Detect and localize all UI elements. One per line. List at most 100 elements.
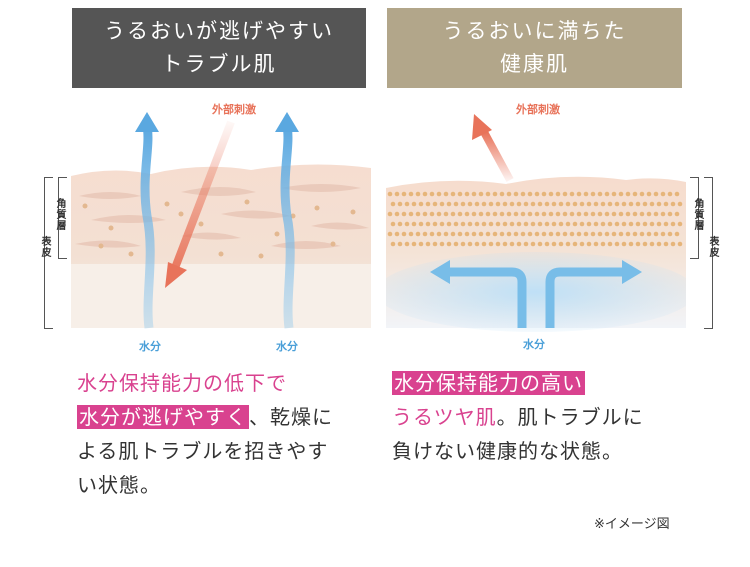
scattered-moisture-dots — [82, 199, 356, 259]
moisture-dot — [467, 241, 473, 247]
moisture-dot — [460, 201, 466, 207]
healthy-skin-header-line2: 健康肌 — [500, 52, 569, 76]
troubled-skin-header-line2: トラブル肌 — [161, 52, 277, 76]
moisture-dot — [639, 231, 645, 237]
moisture-dot — [415, 231, 421, 237]
moisture-dot — [660, 231, 666, 237]
moisture-dot — [425, 221, 431, 227]
moisture-dot — [467, 221, 473, 227]
moisture-dot — [653, 231, 659, 237]
moisture-dot — [548, 191, 554, 197]
moisture-dot — [415, 211, 421, 217]
moisture-dot — [450, 191, 456, 197]
moisture-dot — [478, 231, 484, 237]
moisture-dot — [618, 191, 624, 197]
moisture-dot — [593, 221, 599, 227]
moisture-dot — [457, 191, 463, 197]
moisture-dot — [481, 201, 487, 207]
moisture-dot — [635, 241, 641, 247]
moisture-dot — [446, 201, 452, 207]
troubled-skin-illustration — [71, 96, 371, 336]
moisture-dot — [621, 221, 627, 227]
moisture-dot — [639, 211, 645, 217]
moisture-dot — [604, 211, 610, 217]
moisture-dot — [467, 201, 473, 207]
moisture-dot — [656, 201, 662, 207]
moisture-dot — [439, 241, 445, 247]
moisture-dot — [607, 201, 613, 207]
moisture-dot — [436, 191, 442, 197]
moisture-dot — [460, 221, 466, 227]
moisture-dot — [502, 221, 508, 227]
moisture-dot — [432, 221, 438, 227]
moisture-dot — [387, 231, 393, 237]
moisture-dot — [499, 211, 505, 217]
moisture-dot — [670, 241, 676, 247]
moisture-dot — [660, 211, 666, 217]
moisture-dot — [390, 241, 396, 247]
external-stimulus-arrowhead — [165, 262, 187, 288]
moisture-dot — [523, 201, 529, 207]
moisture-dot — [663, 201, 669, 207]
moisture-dot — [488, 221, 494, 227]
moisture-dot — [579, 201, 585, 207]
moisture-dot — [576, 231, 582, 237]
healthy-desc-line1: 水分保持能力の高い — [392, 366, 692, 400]
moisture-dot — [513, 211, 519, 217]
moisture-dot — [506, 231, 512, 237]
moisture-dot — [569, 231, 575, 237]
moisture-dot — [478, 211, 484, 217]
moisture-dot — [632, 231, 638, 237]
moisture-dot — [565, 201, 571, 207]
moisture-dot — [614, 201, 620, 207]
moisture-dot — [611, 211, 617, 217]
external-stimulus-arrow — [480, 130, 514, 182]
moisture-dot — [674, 191, 680, 197]
moisture-dot — [530, 221, 536, 227]
moisture-dot — [593, 241, 599, 247]
moisture-dot — [632, 211, 638, 217]
moisture-dot — [607, 241, 613, 247]
moisture-dot — [450, 231, 456, 237]
external-stimulus-arrow — [171, 120, 235, 270]
moisture-dot — [408, 191, 414, 197]
moisture-dot — [625, 211, 631, 217]
moisture-dot — [453, 201, 459, 207]
moisture-dot — [520, 231, 526, 237]
moisture-dot — [401, 191, 407, 197]
moisture-dot — [530, 201, 536, 207]
moisture-dot — [443, 231, 449, 237]
moisture-dot — [418, 221, 424, 227]
moisture-dot — [590, 211, 596, 217]
moisture-dot — [572, 221, 578, 227]
epidermis-bracket-right — [704, 177, 713, 329]
moisture-dot — [425, 241, 431, 247]
moisture-dot — [404, 241, 410, 247]
moisture-dot — [534, 191, 540, 197]
moisture-dot — [418, 201, 424, 207]
moisture-dot — [670, 201, 676, 207]
healthy-water-label: 水分 — [523, 338, 545, 351]
moisture-dot — [394, 231, 400, 237]
moisture-dot — [544, 221, 550, 227]
moisture-dot — [436, 231, 442, 237]
moisture-dot — [401, 211, 407, 217]
moisture-dot — [646, 231, 652, 237]
moisture-dot — [677, 241, 683, 247]
moisture-dot — [418, 241, 424, 247]
moisture-dot — [611, 231, 617, 237]
moisture-dot — [404, 201, 410, 207]
moisture-dot — [642, 221, 648, 227]
moisture-dot — [499, 191, 505, 197]
troubled-water-label-1: 水分 — [139, 340, 161, 353]
water-arrowhead-1 — [135, 112, 159, 132]
moisture-dot — [432, 241, 438, 247]
moisture-dot — [635, 221, 641, 227]
moisture-dot — [653, 211, 659, 217]
moisture-dot — [583, 211, 589, 217]
moisture-dot — [541, 231, 547, 237]
moisture-dot — [411, 221, 417, 227]
moisture-dot — [397, 201, 403, 207]
moisture-dot — [439, 201, 445, 207]
moisture-dot — [408, 211, 414, 217]
